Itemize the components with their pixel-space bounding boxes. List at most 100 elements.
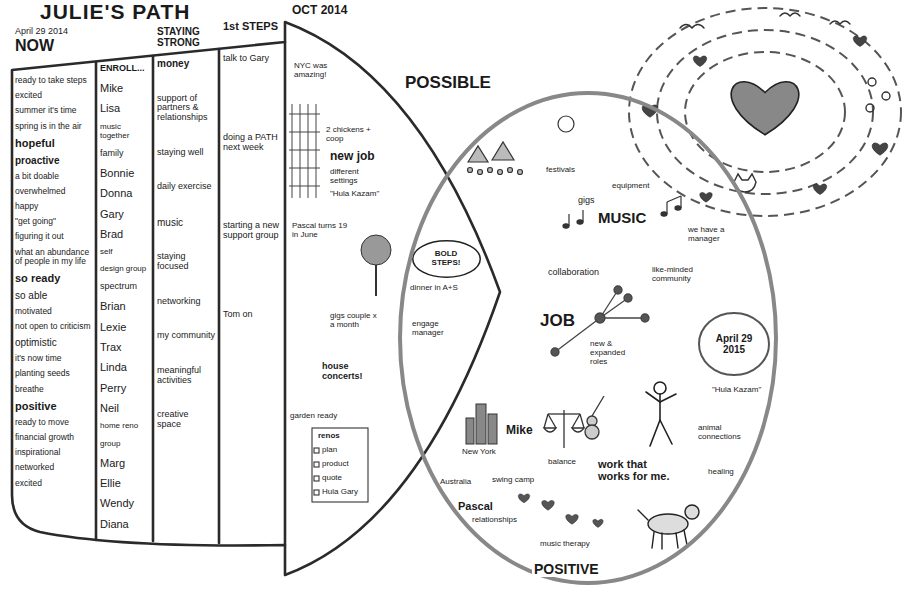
dog-leg xyxy=(652,532,654,548)
crowd-dot xyxy=(488,168,493,173)
column-item: Bonnie xyxy=(100,167,134,179)
music-note xyxy=(661,212,667,216)
column-body: moneysupport of partners & relationships… xyxy=(155,58,217,430)
column-item: spring is in the air xyxy=(15,122,82,131)
column-head: April 29 2014NOW xyxy=(13,27,95,76)
dog-head xyxy=(685,505,699,519)
column-item: spectrum xyxy=(100,282,137,292)
person-dot xyxy=(868,78,876,86)
note-text: house concerts! xyxy=(322,362,390,382)
note-text: "Hula Kazam" xyxy=(712,386,761,395)
note-text: new job xyxy=(330,150,375,163)
arrow-outline xyxy=(12,22,500,575)
dancer-leg xyxy=(660,420,672,444)
note-text: festivals xyxy=(546,166,575,175)
dancer xyxy=(646,382,676,446)
note-text: New York xyxy=(462,448,496,457)
column-item: inspirational xyxy=(15,448,60,457)
arc-heading: POSITIVE xyxy=(532,562,601,577)
circle-outline xyxy=(398,70,778,586)
bird xyxy=(780,13,800,16)
note-text: MUSIC xyxy=(598,210,646,227)
column-item: excited xyxy=(15,479,42,488)
spiral-ring xyxy=(685,52,845,172)
spiral-hearts xyxy=(642,36,888,202)
note-text: relationships xyxy=(472,516,517,525)
crowd-dot xyxy=(468,168,473,173)
note-text: gigs couple x a month xyxy=(330,312,382,330)
music-note xyxy=(563,224,569,228)
column-item: so ready xyxy=(15,272,60,284)
column-item: proactive xyxy=(15,155,59,166)
ellipse-shape-outline xyxy=(699,313,769,375)
note-text: collaboration xyxy=(548,268,599,278)
now-column: April 29 2014NOWready to take stepsexcit… xyxy=(13,27,95,488)
column-item: Mike xyxy=(100,82,123,94)
column-item: figuring it out xyxy=(15,232,64,241)
building xyxy=(466,418,474,444)
column-item: ready to take steps xyxy=(15,76,87,85)
column-item: Wendy xyxy=(100,497,134,509)
column-item: Ellie xyxy=(100,477,121,489)
note-text: gigs xyxy=(578,196,595,206)
dog-leg xyxy=(676,533,678,548)
note-text: we have a manager xyxy=(688,226,748,244)
circle-label: April 29 2015 xyxy=(711,333,757,355)
network-dot xyxy=(641,314,649,322)
column-item: hopeful xyxy=(15,137,55,149)
network-link xyxy=(600,317,645,318)
possible-circle: POSSIBLEfestivalsequipmentgigsMUSICwe ha… xyxy=(398,70,778,586)
column-item: support of partners & relationships xyxy=(157,94,215,124)
fence-rail xyxy=(289,132,320,133)
column-item: family xyxy=(100,149,124,159)
note-text: JOB xyxy=(540,312,575,331)
note-text: work that works for me. xyxy=(598,458,670,482)
column-item: Diana xyxy=(100,518,129,530)
fence-rail xyxy=(289,114,320,115)
note-text: new & expanded roles xyxy=(590,340,642,366)
note-text: balance xyxy=(548,458,576,467)
column-body: ready to take stepsexcitedsummer it's ti… xyxy=(13,76,95,488)
column-item: Donna xyxy=(100,187,132,199)
note-text: 2 chickens + coop xyxy=(326,126,382,144)
fence-post xyxy=(316,104,317,198)
column-item: happy xyxy=(15,202,38,211)
note-text: animal connections xyxy=(698,424,753,442)
music-note-stem xyxy=(582,210,583,222)
column-item: overwhelmed xyxy=(15,187,66,196)
note-text: POSSIBLE xyxy=(405,74,491,93)
note-text: plan xyxy=(322,446,337,455)
fence-rail xyxy=(289,168,320,169)
note-text: "Hula Kazam" xyxy=(330,190,379,199)
column-head: 1st STEPS xyxy=(221,20,283,54)
column-item: positive xyxy=(15,400,57,412)
fence-rail xyxy=(289,150,320,151)
column-heading: STAYING STRONG xyxy=(157,26,215,48)
building xyxy=(476,404,486,444)
festival-scene xyxy=(468,116,575,175)
note-text: Australia xyxy=(440,478,471,487)
column-item: Neil xyxy=(100,402,119,414)
music-notes xyxy=(563,196,681,228)
column-item: design group xyxy=(100,265,146,274)
column-heading: April 29 2014 xyxy=(15,27,93,37)
column-head: STAYING STRONG xyxy=(155,26,217,58)
guitar-neck xyxy=(592,396,604,416)
network-dot xyxy=(551,348,559,356)
heart xyxy=(853,36,867,47)
dancer-leg xyxy=(650,420,660,446)
circle-label: BOLD STEPS! xyxy=(424,250,468,268)
column-item: Linda xyxy=(100,361,127,373)
column-item: music xyxy=(157,217,183,228)
checkbox xyxy=(314,476,319,481)
checkbox xyxy=(314,448,319,453)
column-item: my community xyxy=(157,331,215,341)
column-item: Trax xyxy=(100,341,122,353)
dog-tail xyxy=(638,510,648,520)
note-text: Hula Gary xyxy=(322,488,358,497)
column-item: starting a new support group xyxy=(223,221,281,241)
column-item: group xyxy=(100,440,120,449)
checklist-paper xyxy=(312,428,368,502)
column-heading: NOW xyxy=(15,37,93,55)
tree-trunk xyxy=(375,262,377,296)
